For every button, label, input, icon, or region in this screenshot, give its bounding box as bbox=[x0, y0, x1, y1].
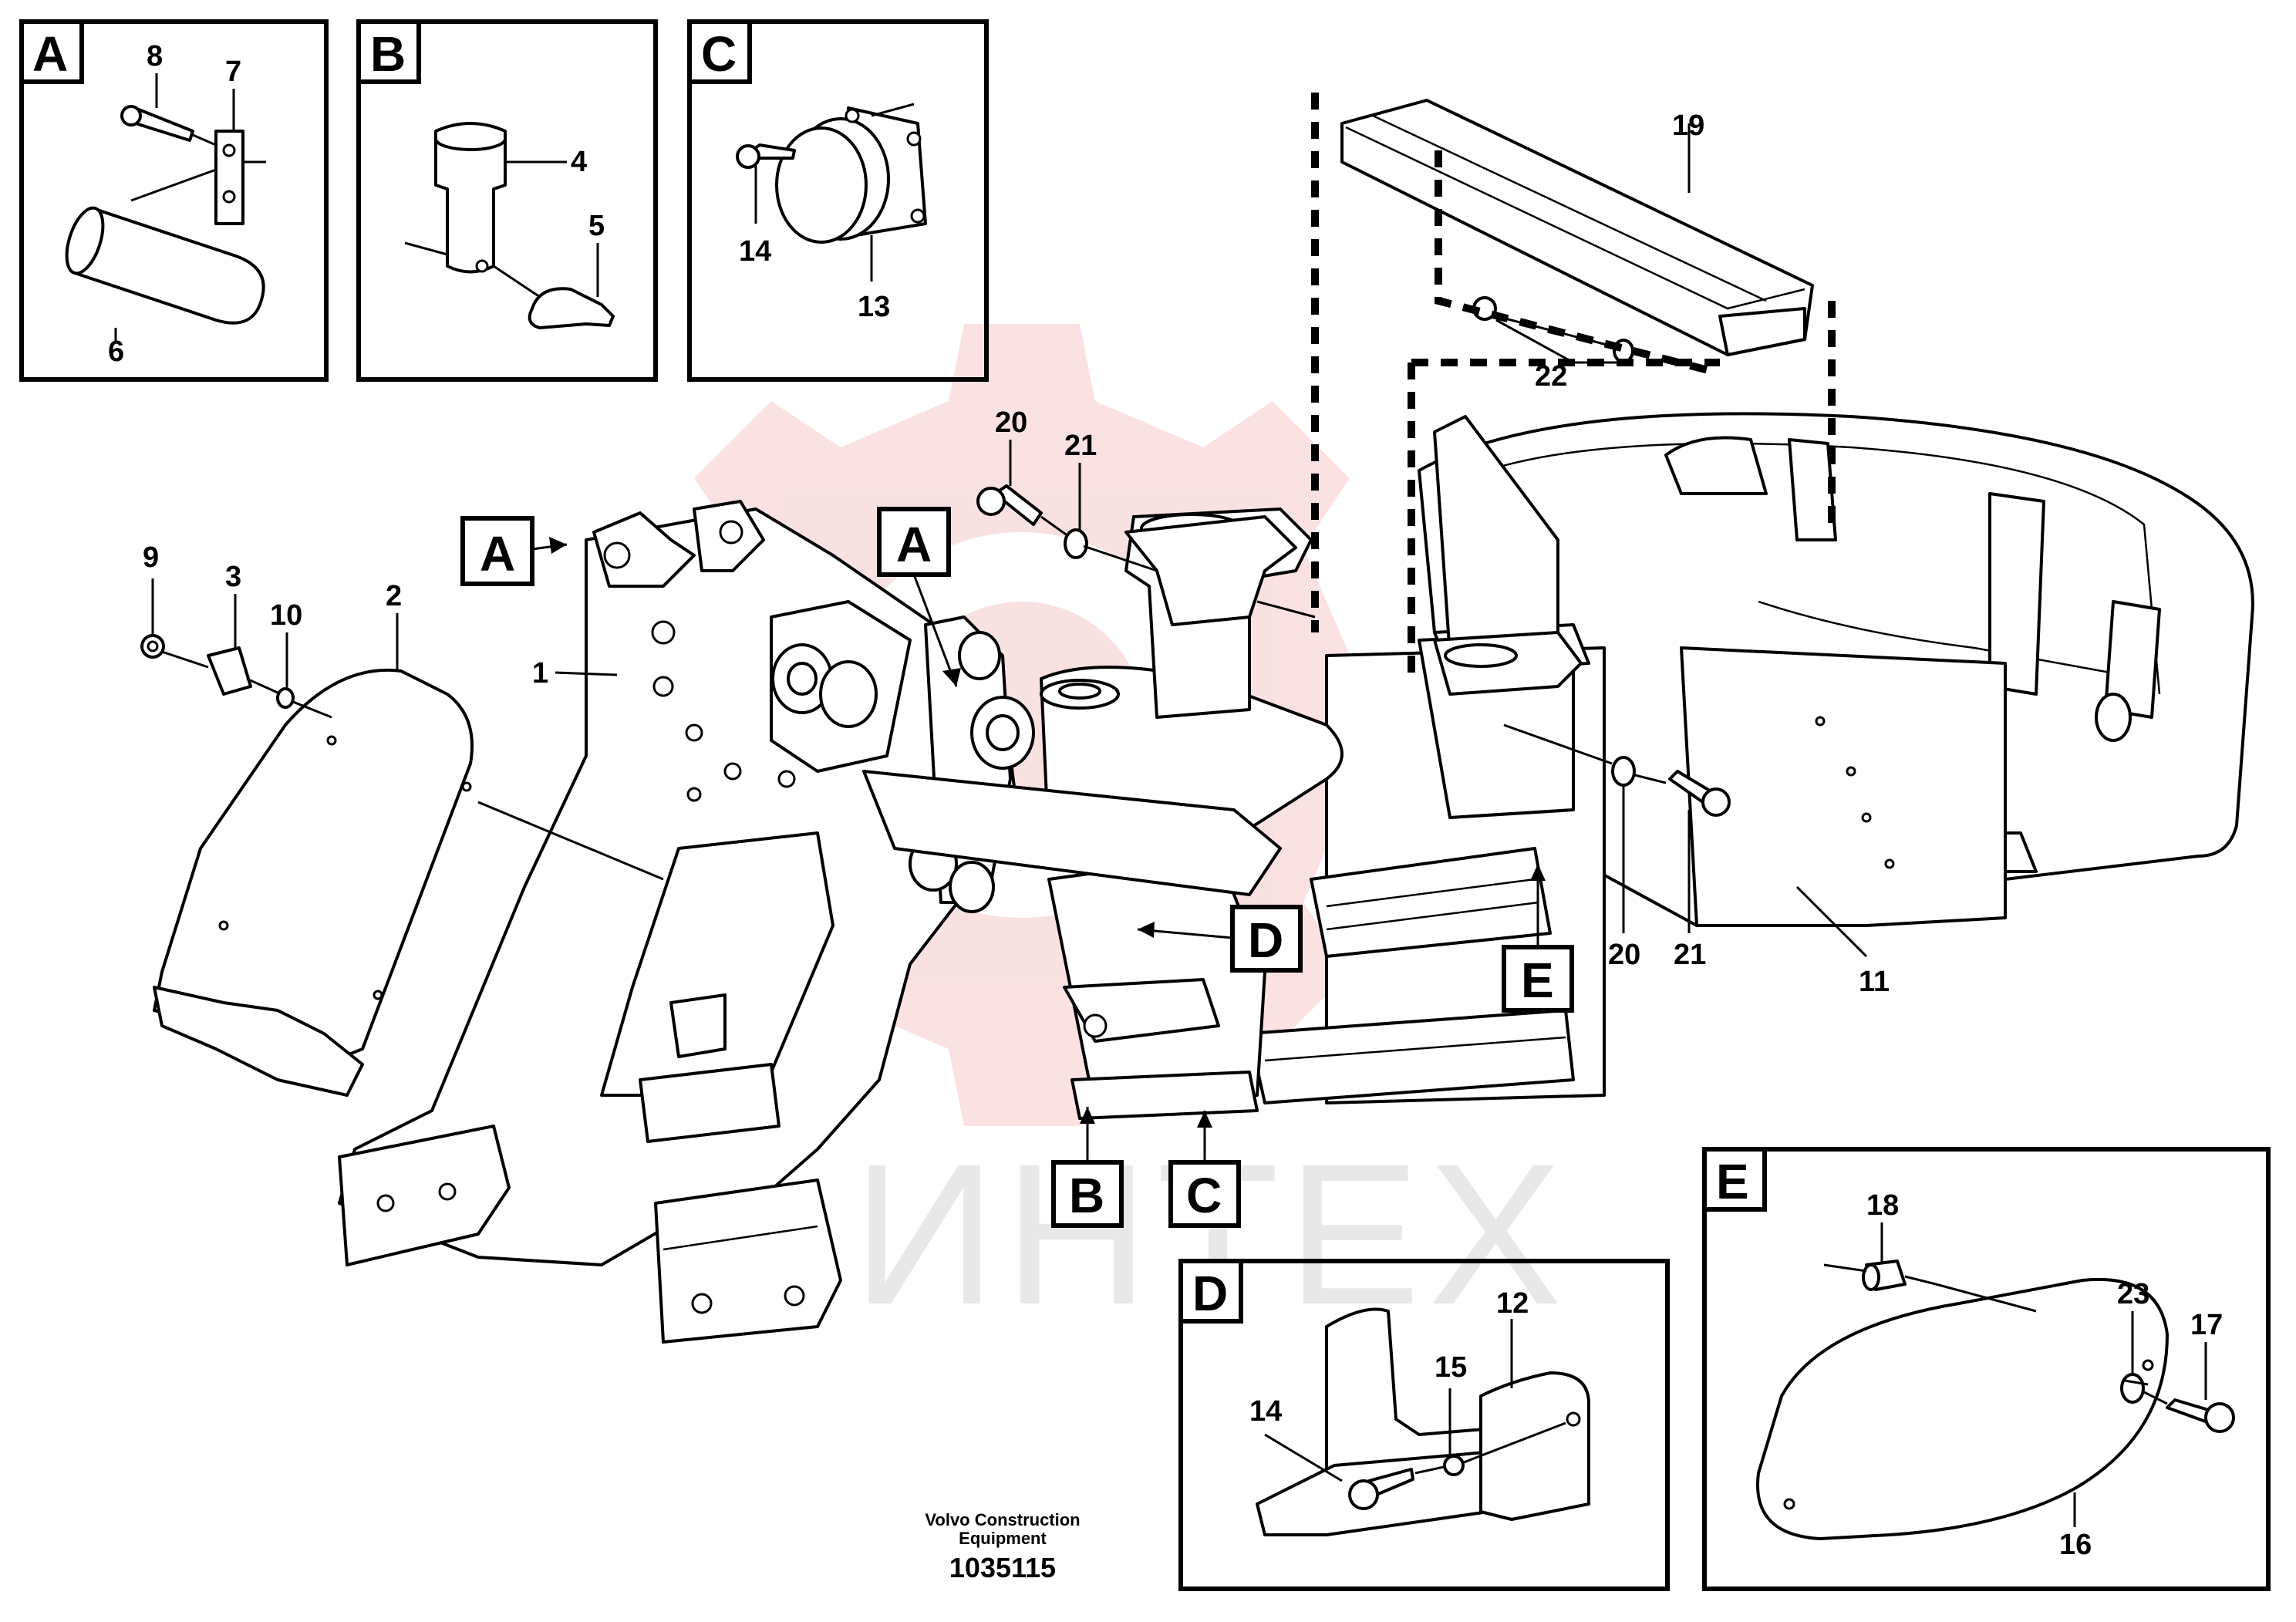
part-label-16: 16 bbox=[2059, 1529, 2092, 1561]
part-label-18: 18 bbox=[1866, 1189, 1899, 1222]
inset-b-label: B bbox=[370, 26, 406, 82]
main-part-labels: 9 3 10 2 1 20 21 19 22 20 21 11 bbox=[143, 110, 1890, 998]
callout-b: B bbox=[1069, 1168, 1104, 1223]
right-bolt-washer bbox=[1503, 723, 1868, 958]
beam-assembly bbox=[1340, 99, 1814, 364]
callout-d: D bbox=[1248, 912, 1283, 968]
inset-b: B 4 5 bbox=[356, 19, 658, 382]
part-label-19: 19 bbox=[1672, 110, 1704, 142]
part-label-14: 14 bbox=[739, 235, 771, 268]
upper-bolt-washer bbox=[976, 440, 1158, 572]
part-label-2: 2 bbox=[386, 580, 402, 612]
shaft-icon bbox=[434, 137, 507, 274]
fastener-cluster-left bbox=[140, 578, 332, 719]
lower-step bbox=[1248, 1009, 1575, 1104]
inset-c: C 14 13 bbox=[687, 19, 989, 382]
inset-c-label: C bbox=[701, 26, 737, 82]
part-label-23: 23 bbox=[2117, 1278, 2149, 1310]
inset-e-label: E bbox=[1716, 1154, 1749, 1209]
front-frame-foot-right bbox=[654, 1179, 842, 1344]
part-label-11: 11 bbox=[1859, 966, 1890, 998]
front-frame-foot-left bbox=[338, 1125, 511, 1266]
part-label-21-top: 21 bbox=[1064, 430, 1097, 462]
part-label-12: 12 bbox=[1496, 1287, 1529, 1320]
main-frame-assembly bbox=[338, 412, 2254, 1344]
inset-d-label: D bbox=[1192, 1266, 1228, 1321]
upper-step bbox=[1310, 847, 1552, 958]
callout-a-left: A bbox=[480, 526, 515, 582]
part-label-20-top: 20 bbox=[995, 406, 1027, 439]
bracket-12-icon bbox=[1479, 1371, 1590, 1521]
callout-c: C bbox=[1186, 1168, 1222, 1223]
part-label-1: 1 bbox=[532, 657, 548, 690]
part-label-5: 5 bbox=[588, 210, 605, 242]
callout-e: E bbox=[1521, 953, 1554, 1008]
part-label-21-right: 21 bbox=[1674, 939, 1706, 971]
part-label-10: 10 bbox=[270, 599, 302, 632]
top-bracket-left bbox=[1124, 515, 1297, 626]
part-label-9: 9 bbox=[143, 541, 159, 574]
drawing-number: 1035115 bbox=[949, 1552, 1056, 1583]
part-label-22: 22 bbox=[1535, 360, 1567, 393]
part-label-8: 8 bbox=[147, 40, 163, 73]
inset-e: E 18 23 17 16 bbox=[1702, 1147, 2271, 1591]
main-callouts: A A D E B C bbox=[460, 507, 1574, 1228]
pin-icon bbox=[76, 207, 265, 325]
part-label-6: 6 bbox=[108, 336, 124, 368]
inset-d: D 12 15 14 bbox=[1178, 1259, 1670, 1591]
part-label-20-right: 20 bbox=[1608, 939, 1640, 971]
part-label-7: 7 bbox=[225, 56, 241, 88]
inset-a-label: A bbox=[32, 26, 68, 82]
company-line-1: Volvo Construction bbox=[925, 1510, 1080, 1529]
part-label-4: 4 bbox=[571, 146, 587, 178]
part-label-14-d: 14 bbox=[1249, 1395, 1282, 1428]
footer: Volvo Construction Equipment 1035115 bbox=[925, 1510, 1080, 1583]
lynch-pin-icon bbox=[528, 287, 615, 329]
oval-cover-icon bbox=[1756, 1277, 2169, 1540]
company-line-2: Equipment bbox=[959, 1529, 1047, 1548]
callout-a-center: A bbox=[896, 517, 932, 572]
part-label-17: 17 bbox=[2190, 1309, 2223, 1341]
part-label-13: 13 bbox=[858, 291, 890, 323]
part-label-15: 15 bbox=[1435, 1351, 1467, 1384]
inset-a: A 8 7 6 bbox=[19, 19, 329, 382]
part-label-3: 3 bbox=[225, 561, 241, 593]
